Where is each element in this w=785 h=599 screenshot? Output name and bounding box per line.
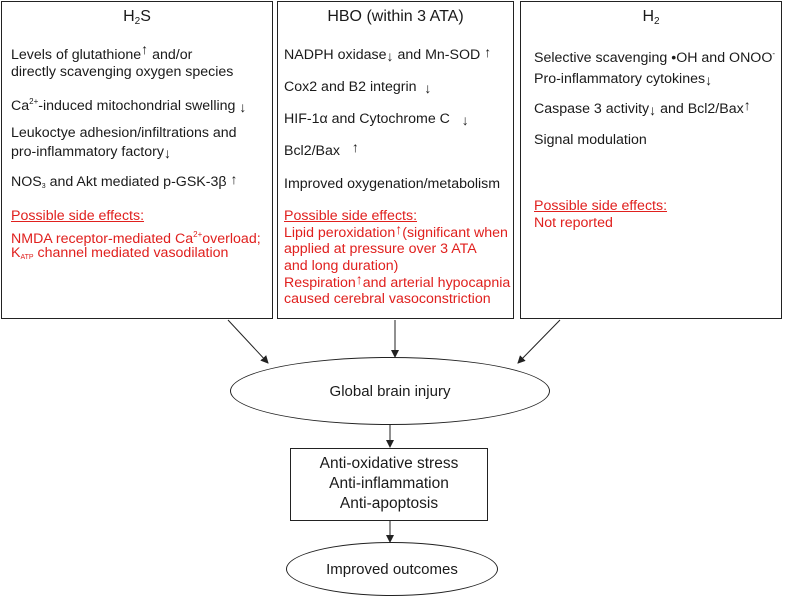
h2s-box: H2S Levels of glutathione↑ and/or direct… — [1, 1, 273, 319]
down-arrow-icon: ↓ — [239, 99, 247, 115]
effects-box: Anti-oxidative stress Anti-inflammation … — [290, 448, 488, 521]
h2s-title: H2S — [123, 8, 151, 27]
arrow-h2s-to-injury — [227, 319, 269, 364]
up-arrow-icon: ↑ — [141, 41, 149, 57]
effect-anti-apoptosis: Anti-apoptosis — [339, 495, 439, 512]
h2-box: H2 Selective scavenging •OH and ONOO- Pr… — [520, 1, 782, 319]
h2-signal: Signal modulation — [534, 132, 647, 148]
h2s-nos: NOS3 and Akt mediated p-GSK-3β ↑ — [11, 171, 238, 190]
hbo-bcl2: Bcl2/Bax ↑ — [284, 139, 359, 159]
h2s-side-effects-heading: Possible side effects: — [11, 208, 145, 224]
effect-anti-oxidative: Anti-oxidative stress — [319, 455, 459, 472]
h2s-glutathione: Levels of glutathione↑ and/or — [11, 41, 193, 63]
down-arrow-icon: ↓ — [461, 112, 469, 128]
h2s-leukocyte-l1: Leukoctye adhesion/infiltrations and — [11, 125, 237, 141]
down-arrow-icon: ↓ — [649, 102, 657, 118]
h2s-calcium: Ca2+-induced mitochondrial swelling ↓ — [11, 97, 247, 115]
down-arrow-icon: ↓ — [424, 80, 432, 96]
hbo-box: HBO (within 3 ATA) NADPH oxidase↓ and Mn… — [277, 1, 514, 319]
hbo-side-effect-duration: and long duration) — [284, 258, 399, 274]
hbo-oxygenation: Improved oxygenation/metabolism — [284, 176, 501, 192]
effect-anti-inflammation: Anti-inflammation — [329, 475, 449, 492]
h2-title: H2 — [642, 8, 660, 27]
h2-cytokines: Pro-inflammatory cytokines↓ — [534, 71, 713, 88]
up-arrow-icon: ↑ — [351, 139, 359, 155]
up-arrow-icon: ↑ — [743, 97, 751, 113]
hbo-hif: HIF-1α and Cytochrome C ↓ — [284, 111, 469, 128]
hbo-side-effect-vasoconstriction: caused cerebral vasoconstriction — [284, 291, 491, 307]
global-brain-injury-label: Global brain injury — [329, 382, 451, 400]
hbo-nadph: NADPH oxidase↓ and Mn-SOD ↑ — [284, 44, 492, 64]
up-arrow-icon: ↑ — [355, 271, 363, 287]
h2-caspase: Caspase 3 activity↓ and Bcl2/Bax↑ — [534, 97, 751, 118]
down-arrow-icon: ↓ — [163, 145, 171, 161]
up-arrow-icon: ↑ — [484, 44, 492, 60]
h2s-scavenging: directly scavenging oxygen species — [11, 64, 234, 80]
arrow-h2-to-injury — [517, 319, 561, 364]
hbo-side-effect-pressure: applied at pressure over 3 ATA — [284, 241, 477, 257]
hbo-cox2: Cox2 and B2 integrin ↓ — [284, 79, 432, 96]
h2s-side-effect-nmda: NMDA receptor-mediated Ca2+overload; — [11, 230, 261, 247]
h2-side-effect-value: Not reported — [534, 215, 613, 231]
hbo-side-effect-lipid: Lipid peroxidation↑(significant when — [284, 221, 508, 241]
down-arrow-icon: ↓ — [386, 48, 394, 64]
global-brain-injury-node: Global brain injury — [230, 357, 550, 425]
improved-outcomes-label: Improved outcomes — [326, 560, 458, 578]
up-arrow-icon: ↑ — [230, 171, 238, 187]
h2-side-effects-heading: Possible side effects: — [534, 198, 668, 214]
hbo-side-effects-heading: Possible side effects: — [284, 208, 418, 224]
up-arrow-icon: ↑ — [395, 221, 403, 237]
hbo-title: HBO (within 3 ATA) — [327, 8, 464, 25]
h2-scavenging: Selective scavenging •OH and ONOO- — [534, 49, 776, 66]
improved-outcomes-node: Improved outcomes — [286, 542, 498, 596]
down-arrow-icon: ↓ — [705, 72, 713, 88]
h2s-side-effect-katp: KATP channel mediated vasodilation — [11, 245, 229, 261]
hbo-side-effect-respiration: Respiration↑and arterial hypocapnia — [284, 271, 511, 291]
h2s-leukocyte-l2: pro-inflammatory factory↓ — [11, 144, 171, 161]
